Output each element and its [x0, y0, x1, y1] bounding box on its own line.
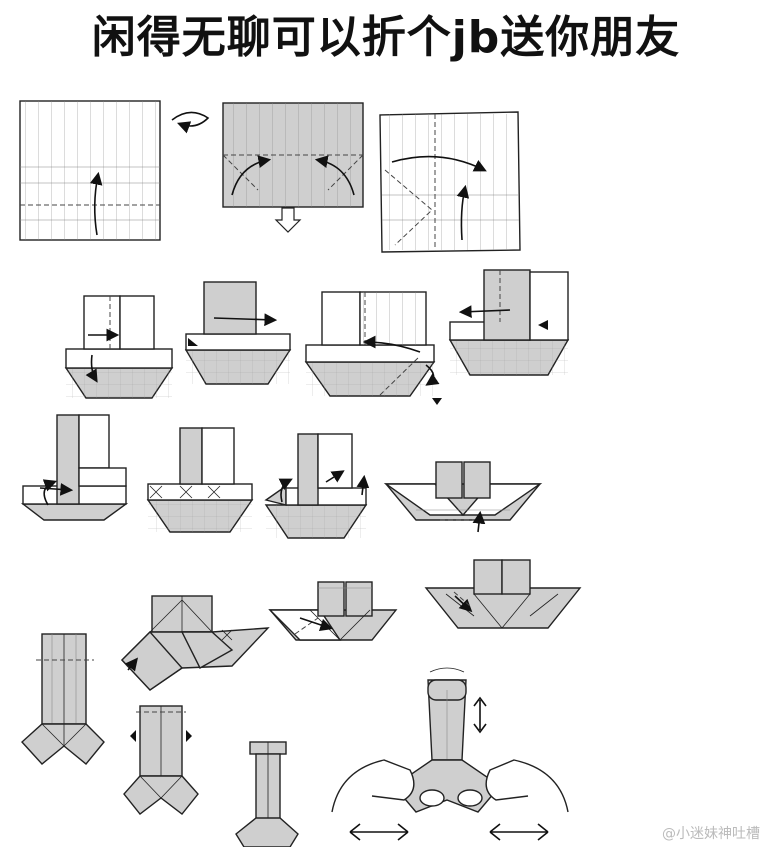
step-9-boat	[146, 427, 254, 533]
step-13-diamond-shape	[121, 595, 270, 691]
step-11-boat	[383, 461, 543, 533]
step-18-final-hands	[331, 667, 569, 841]
step-3-square	[379, 111, 521, 253]
step-4-boat	[64, 295, 174, 399]
step-1-square	[19, 100, 161, 241]
step-15-boat	[424, 559, 582, 629]
step-7-boat	[448, 269, 570, 376]
step-2-folded-square	[222, 102, 364, 233]
step-17-shape	[235, 741, 299, 847]
flip-over-icon	[171, 111, 210, 134]
step-5-boat	[184, 281, 292, 385]
step-16-shape	[123, 705, 199, 815]
step-14-boat	[268, 581, 398, 641]
step-8-boat	[20, 414, 129, 521]
step-10-boat	[264, 433, 370, 539]
watermark: @小迷妹神吐槽	[662, 826, 760, 842]
page-title: 闲得无聊可以折个jb送你朋友	[91, 12, 681, 63]
step-6-boat	[304, 291, 442, 405]
step-12-tall-shape	[21, 633, 105, 765]
